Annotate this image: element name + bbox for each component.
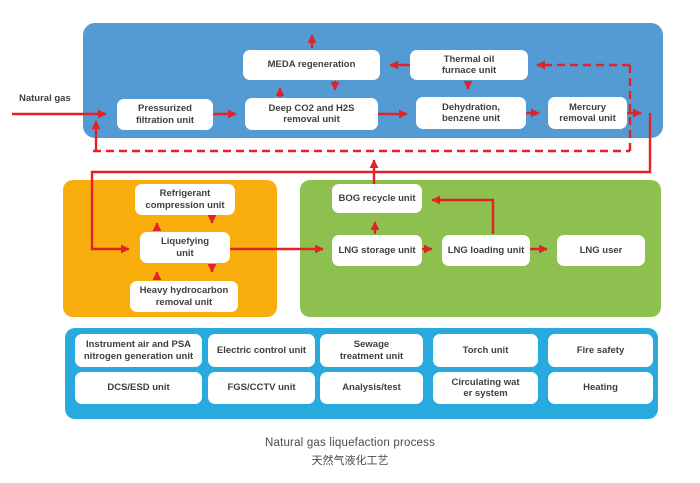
box-analysis-test: Analysis/test xyxy=(320,372,423,404)
box-fgs-cctv: FGS/CCTV unit xyxy=(208,372,315,404)
box-fire-safety: Fire safety xyxy=(548,334,653,367)
natural-gas-label: Natural gas xyxy=(19,93,71,104)
box-heavy-hydrocarbon-removal: Heavy hydrocarbon removal unit xyxy=(130,281,238,312)
box-lng-loading: LNG loading unit xyxy=(442,235,530,266)
box-mercury-removal: Mercury removal unit xyxy=(548,97,627,129)
box-liquefying-unit: Liquefying unit xyxy=(140,232,230,263)
box-lng-storage: LNG storage unit xyxy=(332,235,422,266)
box-deep-co2-h2s-removal: Deep CO2 and H2S removal unit xyxy=(245,98,378,130)
box-heating: Heating xyxy=(548,372,653,404)
caption-en: Natural gas liquefaction process xyxy=(264,437,436,449)
box-bog-recycle: BOG recycle unit xyxy=(332,184,422,213)
box-dehydration-benzene: Dehydration, benzene unit xyxy=(416,97,526,129)
box-torch-unit: Torch unit xyxy=(433,334,538,367)
box-dcs-esd: DCS/ESD unit xyxy=(75,372,202,404)
box-electric-control: Electric control unit xyxy=(208,334,315,367)
box-pressurized-filtration: Pressurized filtration unit xyxy=(117,99,213,130)
box-instrument-air-psa: Instrument air and PSA nitrogen generati… xyxy=(75,334,202,367)
box-sewage-treatment: Sewage treatment unit xyxy=(320,334,423,367)
box-thermal-oil-furnace: Thermal oil furnace unit xyxy=(410,50,528,80)
diagram-caption: Natural gas liquefaction process 天然气液化工艺 xyxy=(0,437,700,468)
caption-zh: 天然气液化工艺 xyxy=(311,455,389,467)
box-meda-regeneration: MEDA regeneration xyxy=(243,50,380,80)
box-refrigerant-compression: Refrigerant compression unit xyxy=(135,184,235,215)
box-lng-user: LNG user xyxy=(557,235,645,266)
box-circulating-water: Circulating wat er system xyxy=(433,372,538,404)
